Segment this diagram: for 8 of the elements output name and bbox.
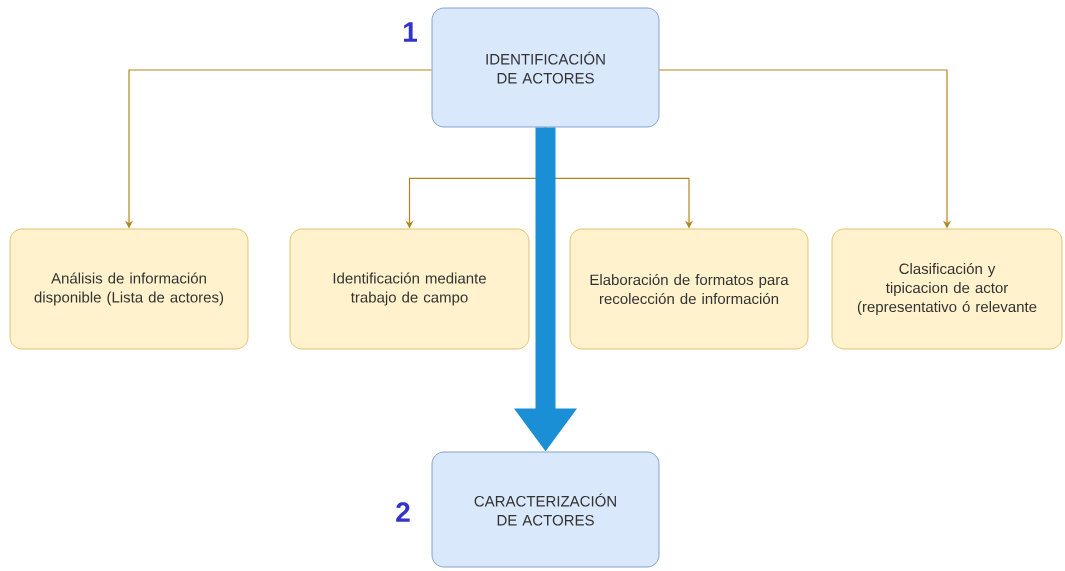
process-box: IDENTIFICACIÓN DE ACTORES	[431, 7, 660, 128]
task-box: Análisis de información disponible (Lista de actores)	[9, 228, 249, 350]
step-number: 2	[396, 502, 410, 522]
step-number: 1	[404, 22, 417, 42]
task-box: Elaboración de formatos para recolección de información	[569, 228, 809, 350]
task-box: Clasificación y tipicacion de actor (representativo ó relevante	[831, 228, 1063, 350]
task-box: Identificación mediante trabajo de campo	[289, 228, 530, 350]
process-box: CARACTERIZACIÓN DE ACTORES	[431, 451, 660, 568]
